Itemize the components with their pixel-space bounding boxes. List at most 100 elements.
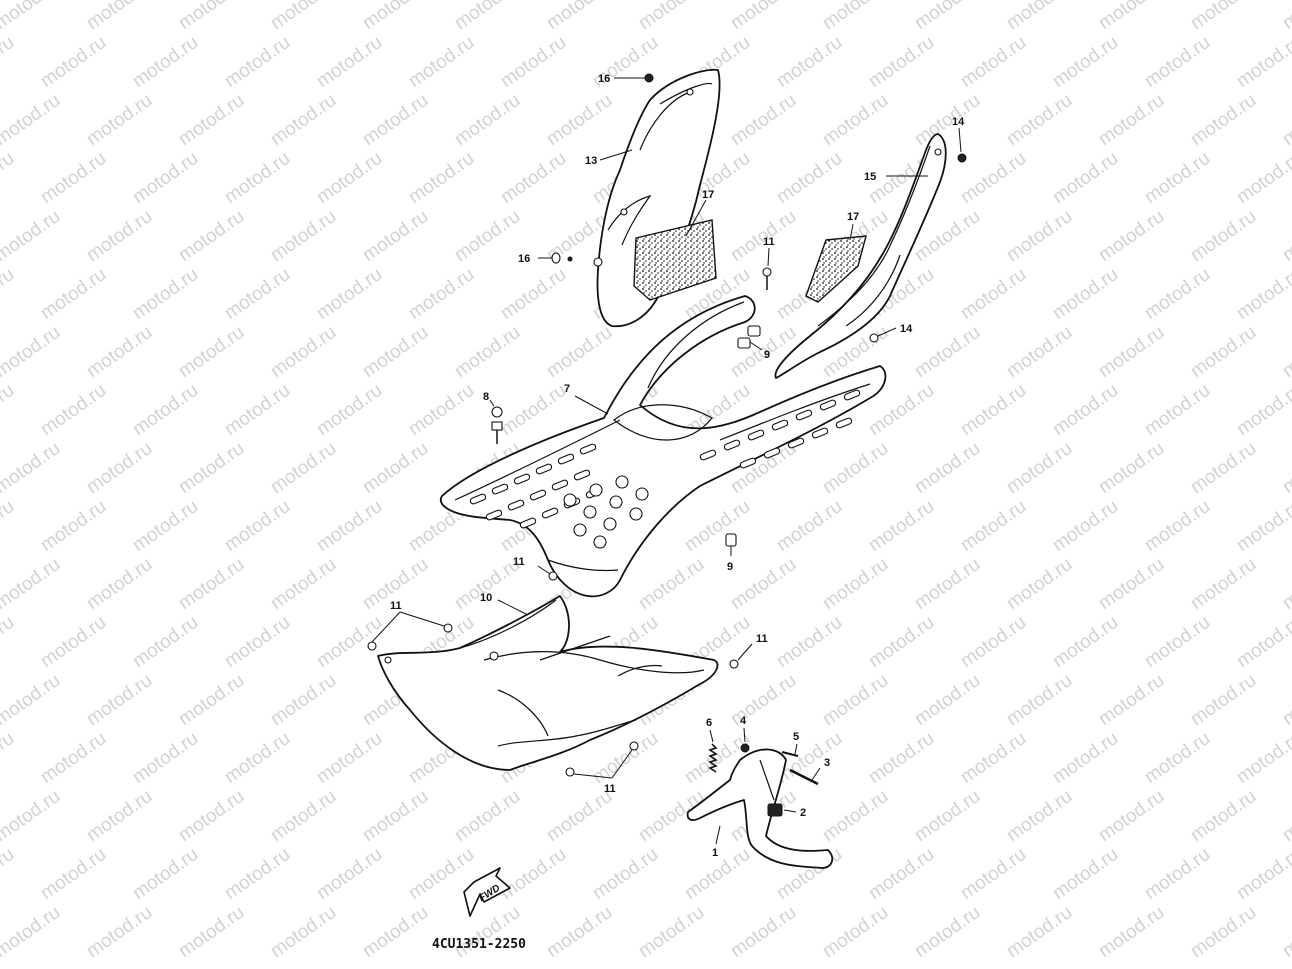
watermark-text: motod.ru xyxy=(0,728,18,788)
watermark-text: motod.ru xyxy=(497,264,570,324)
callout-11-right: 11 xyxy=(756,633,768,645)
watermark-text: motod.ru xyxy=(451,902,524,962)
watermark-text: motod.ru xyxy=(175,670,248,730)
part-10-under-cover xyxy=(377,595,719,771)
floor-dot xyxy=(629,507,643,521)
watermark-text: motod.ru xyxy=(83,322,156,382)
diagram-code: 4CU1351-2250 xyxy=(432,937,526,952)
watermark-text: motod.ru xyxy=(1049,264,1122,324)
watermark-text: motod.ru xyxy=(1141,380,1214,440)
floor-slot xyxy=(535,463,553,475)
floor-slot xyxy=(787,437,805,449)
watermark-text: motod.ru xyxy=(1003,90,1076,150)
floor-slot xyxy=(795,409,813,421)
part-7-footboard xyxy=(439,295,887,598)
watermark-text: motod.ru xyxy=(0,612,18,672)
watermark-text: motod.ru xyxy=(175,322,248,382)
floor-dot xyxy=(635,487,649,501)
watermark-text: motod.ru xyxy=(911,670,984,730)
watermark-text: motod.ru xyxy=(1233,148,1292,208)
watermark-text: motod.ru xyxy=(1003,554,1076,614)
watermark-text: motod.ru xyxy=(359,322,432,382)
watermark-text: motod.ru xyxy=(1003,206,1076,266)
floor-slot xyxy=(699,449,717,461)
watermark-text: motod.ru xyxy=(83,0,156,34)
fastener-14-upper xyxy=(957,153,967,163)
callout-13: 13 xyxy=(585,155,597,167)
callout-7: 7 xyxy=(564,383,570,395)
watermark-text: motod.ru xyxy=(911,0,984,34)
watermark-text: motod.ru xyxy=(0,148,18,208)
watermark-text: motod.ru xyxy=(0,438,64,498)
watermark-text: motod.ru xyxy=(129,728,202,788)
floor-slot xyxy=(763,447,781,459)
floor-slot xyxy=(579,443,597,455)
watermark-text: motod.ru xyxy=(37,612,110,672)
watermark-text: motod.ru xyxy=(313,380,386,440)
watermark-text: motod.ru xyxy=(497,148,570,208)
watermark-text: motod.ru xyxy=(865,728,938,788)
callout-16-lower: 16 xyxy=(518,253,530,265)
watermark-text: motod.ru xyxy=(1233,612,1292,672)
watermark-text: motod.ru xyxy=(0,844,18,904)
watermark-text: motod.ru xyxy=(727,670,800,730)
watermark-text: motod.ru xyxy=(911,322,984,382)
watermark-text: motod.ru xyxy=(589,844,662,904)
clip-9-upper xyxy=(737,325,761,349)
floor-slot xyxy=(491,483,509,495)
watermark-text: motod.ru xyxy=(543,90,616,150)
watermark-text: motod.ru xyxy=(1003,322,1076,382)
callout-14-lower: 14 xyxy=(900,323,913,335)
callout-10: 10 xyxy=(480,592,492,604)
watermark-text: motod.ru xyxy=(911,438,984,498)
watermark-text: motod.ru xyxy=(957,148,1030,208)
floor-slot xyxy=(835,417,853,429)
part-6-spring xyxy=(708,743,718,773)
watermark-text: motod.ru xyxy=(0,322,64,382)
watermark-text: motod.ru xyxy=(773,148,846,208)
callout-11-top: 11 xyxy=(763,236,775,248)
watermark-text: motod.ru xyxy=(83,786,156,846)
floor-slot xyxy=(747,429,765,441)
watermark-text: motod.ru xyxy=(221,32,294,92)
callout-17-left: 17 xyxy=(702,189,714,201)
fastener-11-right xyxy=(729,659,739,669)
watermark-text: motod.ru xyxy=(957,496,1030,556)
watermark-text: motod.ru xyxy=(1095,90,1168,150)
watermark-text: motod.ru xyxy=(543,0,616,34)
watermark-text: motod.ru xyxy=(37,728,110,788)
watermark-text: motod.ru xyxy=(37,380,110,440)
watermark-text: motod.ru xyxy=(1279,206,1292,266)
watermark-text: motod.ru xyxy=(359,90,432,150)
watermark-text: motod.ru xyxy=(727,902,800,962)
watermark-text: motod.ru xyxy=(0,380,18,440)
watermark-text: motod.ru xyxy=(1233,728,1292,788)
watermark-text: motod.ru xyxy=(1279,90,1292,150)
leader-lines xyxy=(371,77,962,845)
watermark-text: motod.ru xyxy=(37,496,110,556)
watermark-text: motod.ru xyxy=(175,786,248,846)
watermark-text: motod.ru xyxy=(129,264,202,324)
watermark-text: motod.ru xyxy=(773,612,846,672)
floor-dot xyxy=(563,493,577,507)
floor-slot xyxy=(469,493,487,505)
watermark-text: motod.ru xyxy=(1003,0,1076,34)
watermark-text: motod.ru xyxy=(451,206,524,266)
watermark-text: motod.ru xyxy=(1187,670,1260,730)
watermark-text: motod.ru xyxy=(221,496,294,556)
watermark-text: motod.ru xyxy=(313,844,386,904)
watermark-text: motod.ru xyxy=(221,844,294,904)
watermark-text: motod.ru xyxy=(175,554,248,614)
watermark-text: motod.ru xyxy=(451,786,524,846)
watermark-text: motod.ru xyxy=(1233,496,1292,556)
watermark-text: motod.ru xyxy=(405,32,478,92)
floor-slot xyxy=(557,453,575,465)
watermark-text: motod.ru xyxy=(1049,728,1122,788)
watermark-text: motod.ru xyxy=(1279,902,1292,962)
watermark-text: motod.ru xyxy=(267,206,340,266)
watermark-text: motod.ru xyxy=(1095,438,1168,498)
watermark-text: motod.ru xyxy=(819,902,892,962)
watermark-text: motod.ru xyxy=(635,0,708,34)
watermark-text: motod.ru xyxy=(1095,786,1168,846)
watermark-text: motod.ru xyxy=(865,844,938,904)
